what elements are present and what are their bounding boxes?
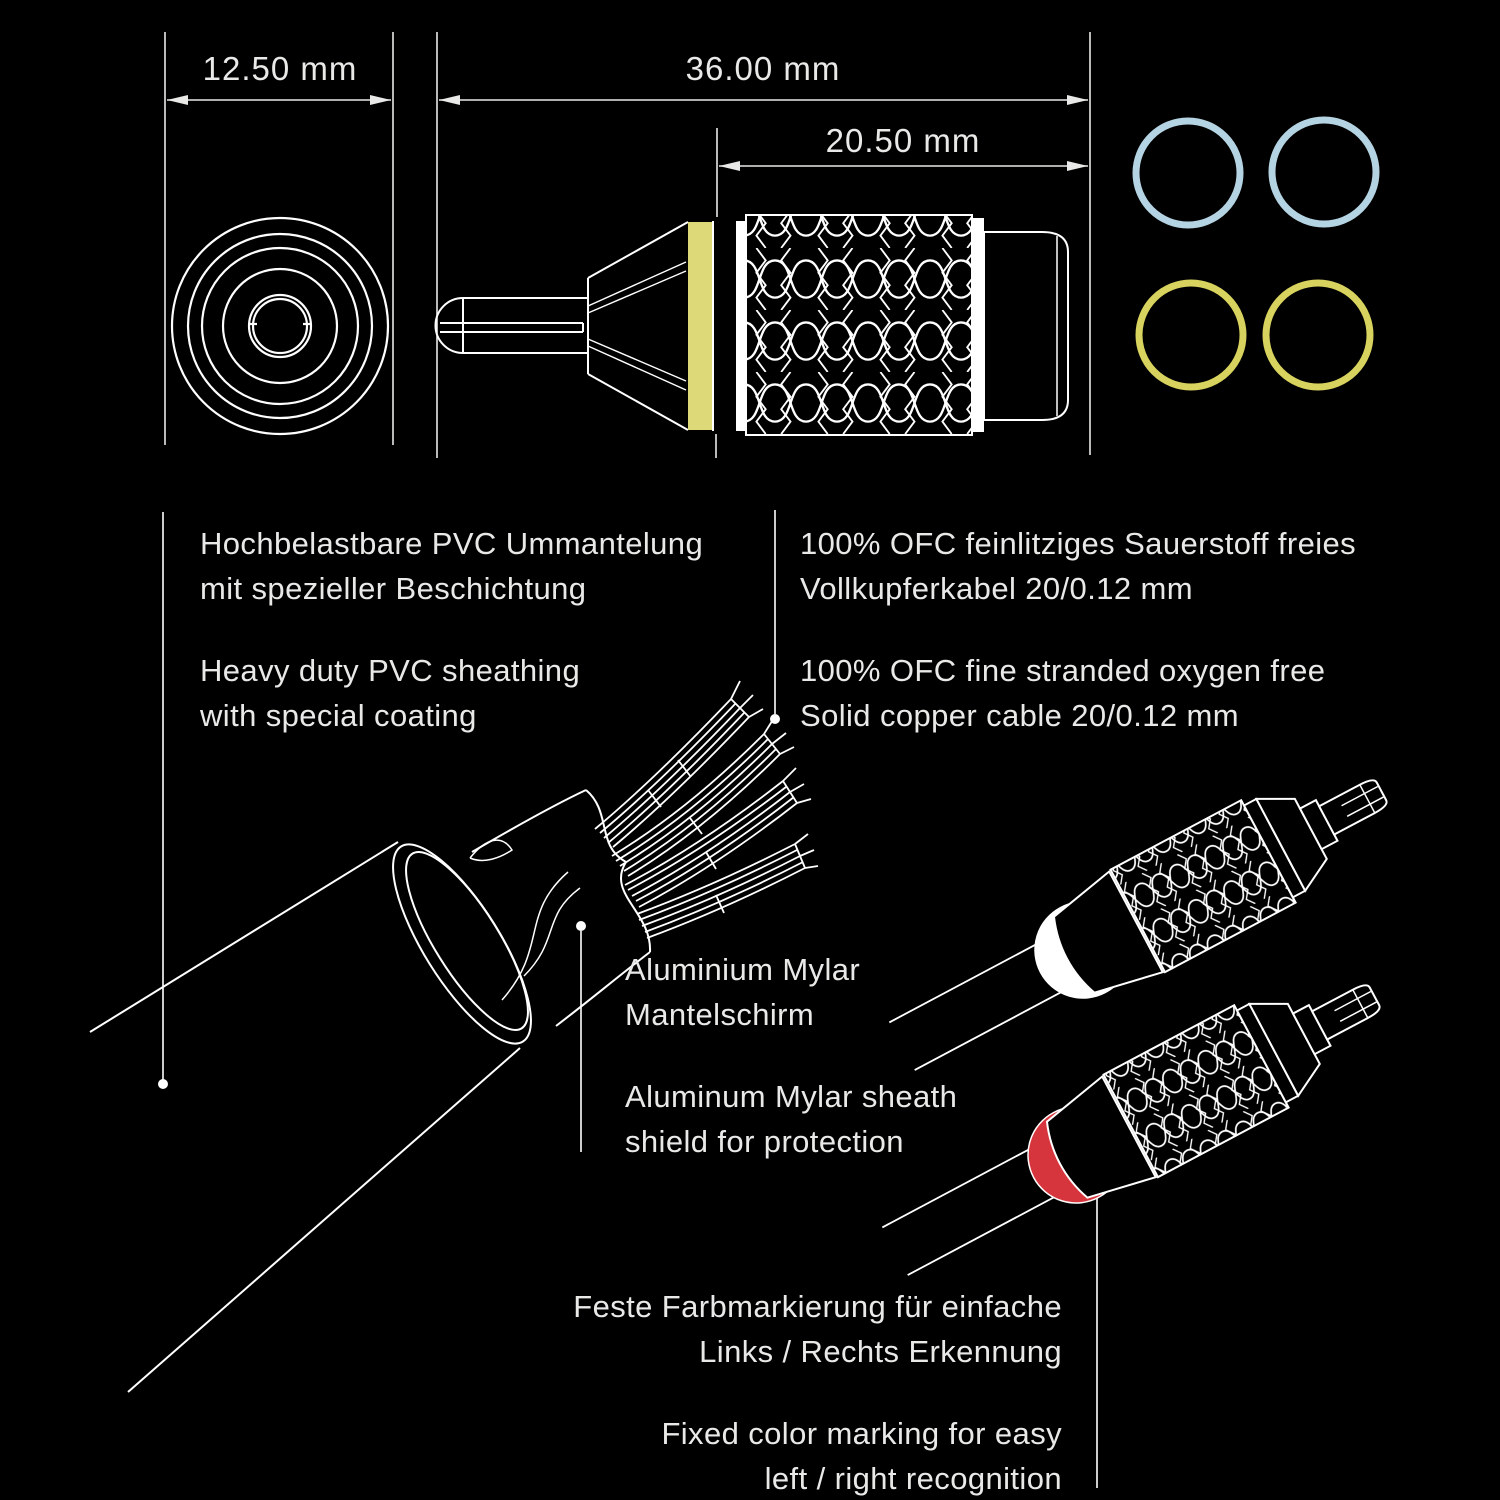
leader-ofc [770,510,780,724]
blue-circle-1 [1132,117,1244,229]
jacket-cut-inner-rim [405,851,529,1031]
connector-body [1038,739,1410,1011]
annotation-mylar-de-line2: Mantelschirm [625,997,815,1032]
annotation-marking-de-line1: Feste Farbmarkierung für einfache [573,1289,1062,1324]
annotation-ofc-de-line2: Vollkupferkabel 20/0.12 mm [800,571,1193,606]
jacket-top-edge [89,841,399,1033]
connector-cable [881,1139,1072,1276]
annotation-mylar-en-line1: Aluminum Mylar sheath [625,1079,958,1114]
jacket-cut-rim [392,843,532,1045]
dimension-arrowheads [167,95,1088,171]
annotation-pvc-en-line2: with special coating [200,698,477,733]
connector-cable [888,934,1079,1071]
plug-pin [434,297,588,354]
rca-connector-red [881,944,1403,1276]
leader-mylar [576,921,586,1152]
dimension-labels: 12.50 mm 36.00 mm 20.50 mm [203,50,981,159]
annotation-marking: Feste Farbmarkierung für einfache Links … [573,1284,1062,1500]
annotation-pvc-en-line1: Heavy duty PVC sheathing [200,653,581,688]
dim-front-diameter: 12.50 mm [203,50,358,87]
annotation-marking-de-line2: Links / Rechts Erkennung [699,1334,1062,1369]
wire-bundle-4 [636,833,819,939]
leader-pvc [158,512,168,1089]
stripped-cable-illustration [89,680,819,1393]
annotation-pvc: Hochbelastbare PVC Ummantelung mit spezi… [200,521,703,769]
connector-front-view [170,216,390,436]
annotation-ofc-en-line2: Solid copper cable 20/0.12 mm [800,698,1239,733]
dim-grip-length: 20.50 mm [826,122,981,159]
leader-marking [1092,1167,1102,1488]
annotation-ofc: 100% OFC feinlitziges Sauerstoff freies … [800,521,1356,769]
annotation-ofc-de-line1: 100% OFC feinlitziges Sauerstoff freies [800,526,1357,561]
channel-color-circles [1132,116,1380,391]
plug-white-ring-right [972,218,984,432]
plug-yellow-band [688,222,713,430]
annotation-mylar: Aluminium Mylar Mantelschirm Aluminum My… [625,947,957,1195]
yellow-circle-1 [1135,279,1247,391]
wire-bundle-3 [624,767,812,908]
dimension-lines [164,32,1091,458]
blue-circle-2 [1268,116,1380,228]
wire-bundle-1 [594,680,764,848]
plug-rear-cap [983,231,1069,421]
jacket-bottom-edge [127,1047,521,1393]
annotation-mylar-en-line2: shield for protection [625,1124,904,1159]
wire-bundle-2 [611,717,795,877]
plug-knurl [745,214,973,436]
annotation-pvc-de-line1: Hochbelastbare PVC Ummantelung [200,526,704,561]
rca-connector-white [888,739,1410,1071]
plug-white-ring-left [736,221,745,431]
annotation-pvc-de-line2: mit spezieller Beschichtung [200,571,587,606]
annotation-marking-en-line1: Fixed color marking for easy [661,1416,1062,1451]
plug-cone [587,221,689,431]
yellow-circle-2 [1262,279,1374,391]
dim-overall-length: 36.00 mm [686,50,841,87]
mylar-shield-wrap [469,789,652,1027]
annotation-mylar-de-line1: Aluminium Mylar [625,952,861,987]
annotation-ofc-en-line1: 100% OFC fine stranded oxygen free [800,653,1326,688]
rca-plug-side-view [434,214,1069,436]
annotation-marking-en-line2: left / right recognition [764,1461,1062,1496]
